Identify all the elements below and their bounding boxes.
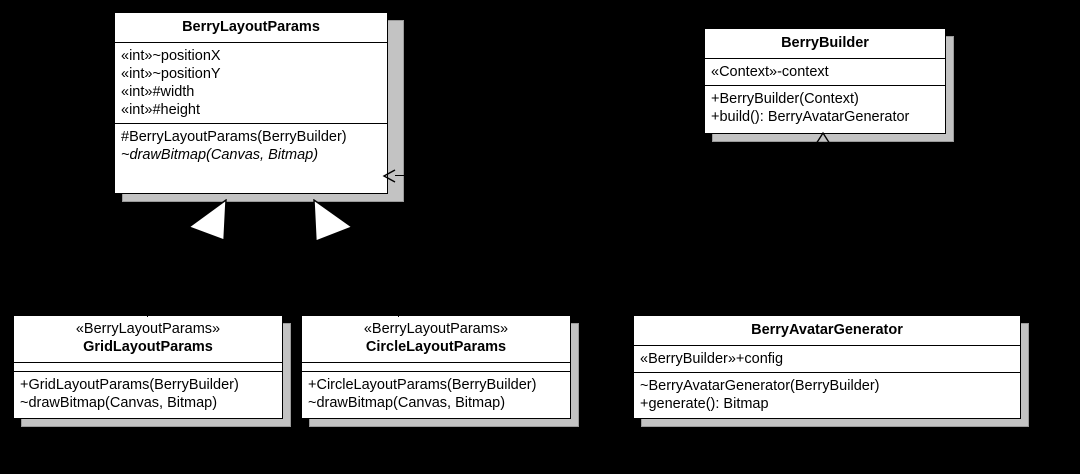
class-operations-berry-builder: +BerryBuilder(Context) +build(): BerryAv… [705,86,945,130]
dependency-arrowhead-berry-layout-params [382,168,396,184]
class-operation: #BerryLayoutParams(BerryBuilder) [121,129,347,145]
class-box-berry-layout-params[interactable]: BerryLayoutParams «int»~positionX «int»~… [114,12,388,194]
class-operation: ~BerryAvatarGenerator(BerryBuilder) [640,378,880,394]
dependency-arrowhead-berry-builder [814,131,832,145]
generalization-line-circle-layout-params [350,221,399,229]
class-operations-circle-layout-params: +CircleLayoutParams(BerryBuilder) ~drawB… [302,372,570,416]
class-attribute: «int»~positionX [121,48,221,64]
class-operation: ~drawBitmap(Canvas, Bitmap) [20,395,218,411]
class-box-circle-layout-params[interactable]: «BerryLayoutParams» CircleLayoutParams +… [301,315,571,419]
class-attribute: «int»#height [121,102,201,118]
generalization-arrowhead-grid-layout-params [187,198,228,241]
generalization-line-grid-layout-params [146,231,191,240]
class-operation: +build(): BerryAvatarGenerator [711,109,910,125]
class-name-berry-builder: BerryBuilder [781,35,869,51]
class-header-berry-builder: BerryBuilder [705,29,945,59]
generalization-line-grid-layout-params-vertical [147,239,148,317]
dependency-line-berry-builder-to-berry-layout-params [395,175,715,176]
class-name-grid-layout-params: GridLayoutParams [83,339,213,355]
class-box-grid-layout-params[interactable]: «BerryLayoutParams» GridLayoutParams +Gr… [13,315,283,419]
class-box-berry-builder[interactable]: BerryBuilder «Context»-context +BerryBui… [704,28,946,134]
class-stereotype-grid-layout-params: «BerryLayoutParams» [75,321,221,337]
class-attribute: «int»~positionY [121,66,221,82]
class-name-circle-layout-params: CircleLayoutParams [365,339,507,355]
class-operation: +GridLayoutParams(BerryBuilder) [20,377,239,393]
class-header-grid-layout-params: «BerryLayoutParams» GridLayoutParams [14,316,282,363]
class-attributes-berry-avatar-generator: «BerryBuilder»+config [634,346,1020,373]
generalization-line-circle-layout-params-vertical [398,228,399,317]
dependency-line-berry-avatar-generator-to-berry-builder [822,143,823,315]
class-stereotype-circle-layout-params: «BerryLayoutParams» [363,321,509,337]
class-operation: +generate(): Bitmap [640,396,769,412]
class-operations-grid-layout-params: +GridLayoutParams(BerryBuilder) ~drawBit… [14,372,282,416]
class-operation: ~drawBitmap(Canvas, Bitmap) [308,395,506,411]
class-operations-berry-layout-params: #BerryLayoutParams(BerryBuilder) ~drawBi… [115,124,387,168]
class-attribute: «Context»-context [711,64,829,80]
class-box-berry-avatar-generator[interactable]: BerryAvatarGenerator «BerryBuilder»+conf… [633,315,1021,419]
class-attributes-grid-layout-params [14,363,282,372]
class-name-berry-layout-params: BerryLayoutParams [182,19,320,35]
class-header-circle-layout-params: «BerryLayoutParams» CircleLayoutParams [302,316,570,363]
class-operation: ~drawBitmap(Canvas, Bitmap) [121,147,319,163]
class-header-berry-layout-params: BerryLayoutParams [115,13,387,43]
class-attributes-berry-layout-params: «int»~positionX «int»~positionY «int»#wi… [115,43,387,124]
class-attribute: «BerryBuilder»+config [640,351,784,367]
generalization-arrowhead-circle-layout-params [312,198,354,243]
class-operation: +CircleLayoutParams(BerryBuilder) [308,377,537,393]
class-operation: +BerryBuilder(Context) [711,91,859,107]
class-name-berry-avatar-generator: BerryAvatarGenerator [751,322,903,338]
class-attributes-berry-builder: «Context»-context [705,59,945,86]
class-operations-berry-avatar-generator: ~BerryAvatarGenerator(BerryBuilder) +gen… [634,373,1020,417]
class-attribute: «int»#width [121,84,195,100]
class-header-berry-avatar-generator: BerryAvatarGenerator [634,316,1020,346]
class-attributes-circle-layout-params [302,363,570,372]
